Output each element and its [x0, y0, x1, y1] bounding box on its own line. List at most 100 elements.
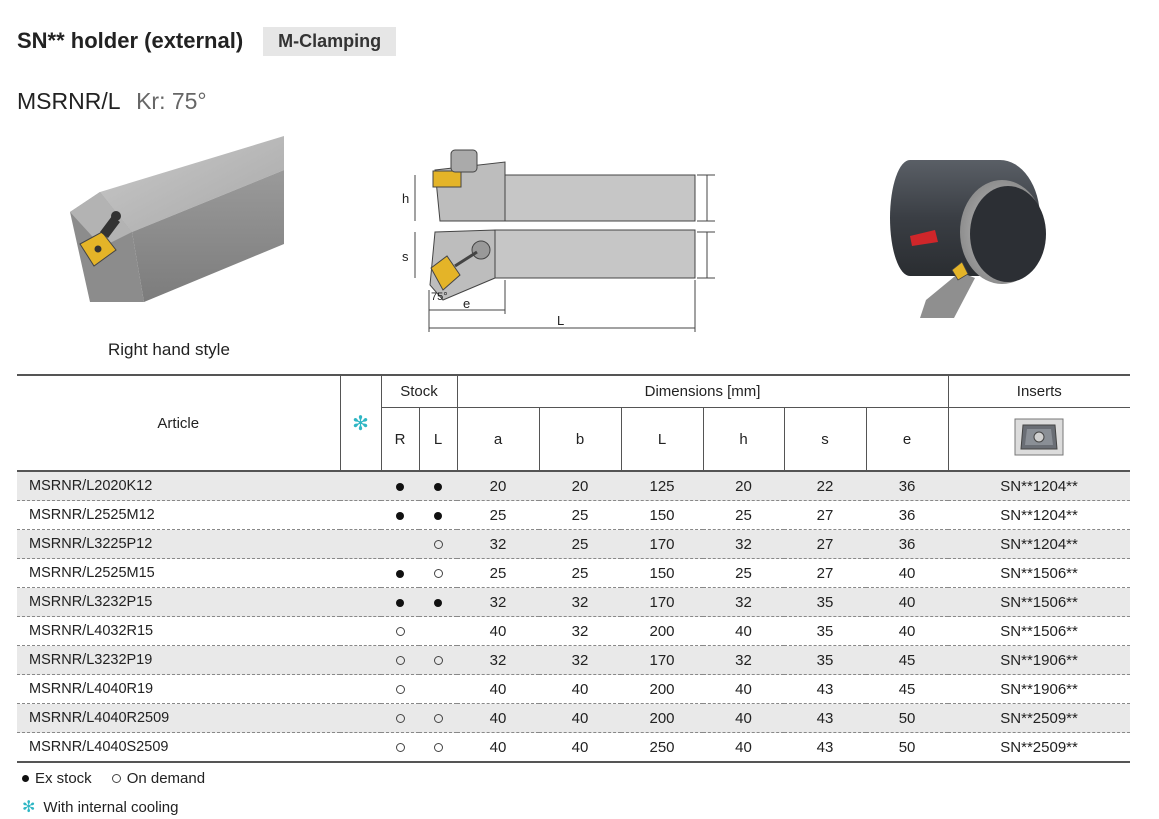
open-dot-icon — [111, 774, 121, 783]
dim-lval-cell: 170 — [621, 587, 704, 617]
dim-a-cell: 40 — [457, 703, 540, 733]
insert-cell: SN**1506** — [948, 616, 1131, 646]
dim-label-s: s — [402, 249, 409, 264]
filled-dot-icon — [396, 569, 404, 578]
dim-label-angle: 75° — [431, 291, 448, 303]
workpiece-image — [890, 160, 1046, 318]
cooling-cell — [340, 558, 381, 588]
cooling-cell — [340, 471, 381, 501]
cooling-cell — [340, 732, 381, 763]
cooling-cell — [340, 645, 381, 675]
dim-s-cell: 27 — [784, 529, 867, 559]
title-row: SN** holder (external) M-Clamping — [17, 24, 397, 58]
tool-holder-image — [70, 136, 284, 302]
filled-dot-icon — [396, 482, 404, 491]
dim-e-cell: 50 — [866, 732, 949, 763]
filled-dot-icon — [434, 482, 442, 491]
stock-r-cell — [381, 674, 419, 704]
article-cell: MSRNR/L3232P19 — [17, 645, 340, 675]
dim-b-cell: 25 — [539, 558, 622, 588]
stock-l-cell — [419, 674, 458, 704]
dim-s-cell: 35 — [784, 616, 867, 646]
model-code: MSRNR/L — [17, 88, 120, 114]
article-header: Article — [157, 414, 200, 432]
cooling-cell — [340, 587, 381, 617]
stock-l-cell — [419, 500, 458, 530]
filled-dot-icon — [434, 511, 442, 520]
dim-s-cell: 35 — [784, 587, 867, 617]
filled-dot-icon — [434, 598, 442, 607]
dim-s-cell: 43 — [784, 732, 867, 763]
insert-cell: SN**1906** — [948, 674, 1131, 704]
dim-b-cell: 40 — [539, 732, 622, 763]
dim-lval-cell: 170 — [621, 529, 704, 559]
cooling-cell — [340, 703, 381, 733]
open-dot-icon — [433, 742, 443, 752]
dim-h-cell: 20 — [703, 471, 785, 501]
stock-l-cell — [419, 703, 458, 733]
dim-h-cell: 40 — [703, 732, 785, 763]
legend-internal-cooling: With internal cooling — [43, 798, 179, 816]
dim-lval-cell: 200 — [621, 616, 704, 646]
insert-image-cell — [947, 407, 1131, 471]
stock-r-cell — [381, 587, 419, 617]
open-dot-icon — [395, 742, 405, 752]
dim-h-cell: 25 — [703, 558, 785, 588]
dim-a-cell: 32 — [457, 587, 540, 617]
legend-on-demand: On demand — [126, 770, 206, 787]
stock-l-cell — [419, 732, 458, 763]
dim-label-h: h — [402, 191, 409, 206]
stock-r-cell — [381, 732, 419, 763]
page-title: SN** holder (external) — [17, 28, 244, 53]
stock-r-cell — [381, 558, 419, 588]
kr-angle: Kr: 75° — [136, 88, 207, 114]
open-dot-icon — [433, 713, 443, 723]
image-caption: Right hand style — [108, 340, 230, 359]
dim-e-cell: 40 — [866, 616, 949, 646]
dim-a-cell: 32 — [457, 645, 540, 675]
clamping-badge: M-Clamping — [263, 26, 397, 56]
dim-h-cell: 32 — [703, 529, 785, 559]
dim-e-cell: 45 — [866, 674, 949, 704]
dim-e-cell: 36 — [866, 529, 949, 559]
dim-col-h: h — [702, 407, 785, 471]
stock-l-cell — [419, 471, 458, 501]
dim-b-cell: 40 — [539, 703, 622, 733]
dim-a-cell: 40 — [457, 732, 540, 763]
dim-s-cell: 27 — [784, 558, 867, 588]
open-dot-icon — [395, 626, 405, 636]
article-cell: MSRNR/L4040R2509 — [17, 703, 340, 733]
dim-col-L: L — [620, 407, 704, 471]
dim-col-a: a — [456, 407, 540, 471]
filled-dot-icon — [396, 598, 404, 607]
insert-cell: SN**2509** — [948, 732, 1131, 763]
snowflake-icon: ✻ — [352, 412, 369, 435]
dim-a-cell: 25 — [457, 558, 540, 588]
dim-h-cell: 32 — [703, 587, 785, 617]
insert-cell: SN**1506** — [948, 558, 1131, 588]
article-cell: MSRNR/L4040S2509 — [17, 732, 340, 763]
stock-l-cell — [419, 558, 458, 588]
dim-b-cell: 25 — [539, 500, 622, 530]
article-cell: MSRNR/L2525M12 — [17, 500, 340, 530]
dim-e-cell: 36 — [866, 471, 949, 501]
article-cell: MSRNR/L3232P15 — [17, 587, 340, 617]
inserts-header: Inserts — [947, 375, 1131, 408]
dimensions-header: Dimensions [mm] — [456, 375, 949, 408]
dim-e-cell: 36 — [866, 500, 949, 530]
open-dot-icon — [395, 684, 405, 694]
insert-cell: SN**1204** — [948, 500, 1131, 530]
filled-dot-icon — [396, 511, 404, 520]
cooling-cell — [340, 500, 381, 530]
dim-label-e: e — [463, 296, 470, 311]
dim-b-cell: 40 — [539, 674, 622, 704]
model-subtitle: MSRNR/L Kr: 75° — [17, 88, 207, 115]
stock-header: Stock — [380, 375, 458, 408]
stock-l-cell — [419, 616, 458, 646]
dim-b-cell: 32 — [539, 645, 622, 675]
dim-lval-cell: 150 — [621, 500, 704, 530]
